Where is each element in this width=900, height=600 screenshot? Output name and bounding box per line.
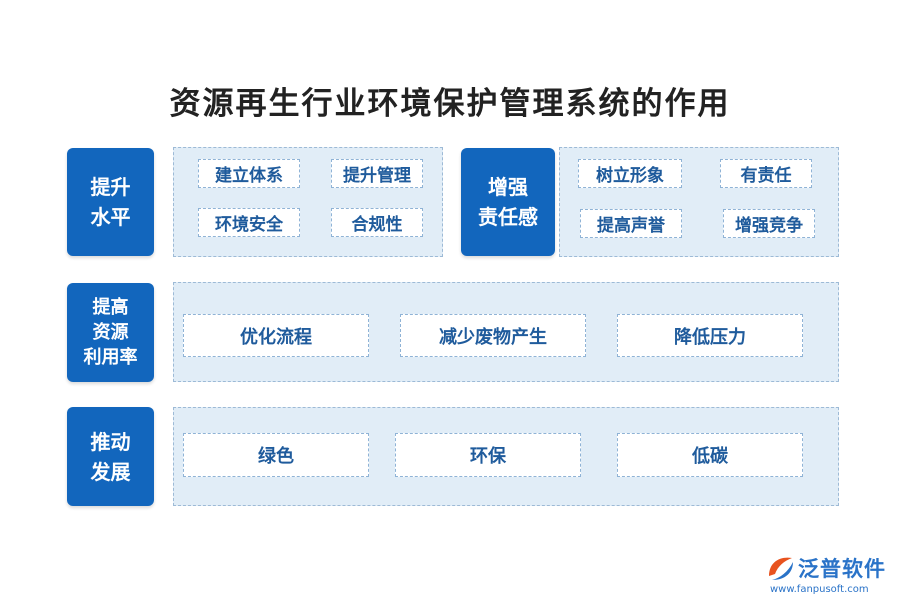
category-label: 提升 水平 xyxy=(90,175,131,229)
tag-eco-friendly: 环保 xyxy=(395,433,581,477)
tag-improve-management: 提升管理 xyxy=(331,159,423,188)
brand-name: 泛普软件 xyxy=(798,557,886,581)
category-resource-utilization: 提高 资源 利用率 xyxy=(67,283,154,382)
category-label: 提高 资源 利用率 xyxy=(83,297,138,368)
category-improve-level: 提升 水平 xyxy=(67,148,154,256)
tag-environment-safety: 环境安全 xyxy=(198,208,300,237)
category-label: 增强 责任感 xyxy=(478,175,538,229)
category-promote-development: 推动 发展 xyxy=(67,407,154,506)
tag-compliance: 合规性 xyxy=(331,208,423,237)
brand-logo: 泛普软件 www.fanpusoft.com xyxy=(766,551,896,599)
tag-reduce-pressure: 降低压力 xyxy=(617,314,803,357)
tag-low-carbon: 低碳 xyxy=(617,433,803,477)
brand-url: www.fanpusoft.com xyxy=(770,584,869,595)
tag-reduce-waste: 减少废物产生 xyxy=(400,314,586,357)
page-title: 资源再生行业环境保护管理系统的作用 xyxy=(169,86,731,122)
category-responsibility: 增强 责任感 xyxy=(461,148,555,256)
tag-establish-system: 建立体系 xyxy=(198,159,300,188)
tag-optimize-process: 优化流程 xyxy=(183,314,369,357)
brand-logo-icon xyxy=(769,557,793,580)
category-label: 推动 发展 xyxy=(90,429,131,484)
tag-green: 绿色 xyxy=(183,433,369,477)
tag-competitiveness: 增强竞争 xyxy=(723,209,815,238)
tag-responsible: 有责任 xyxy=(720,159,812,188)
tag-build-image: 树立形象 xyxy=(578,159,682,188)
tag-reputation: 提高声誉 xyxy=(580,209,682,238)
